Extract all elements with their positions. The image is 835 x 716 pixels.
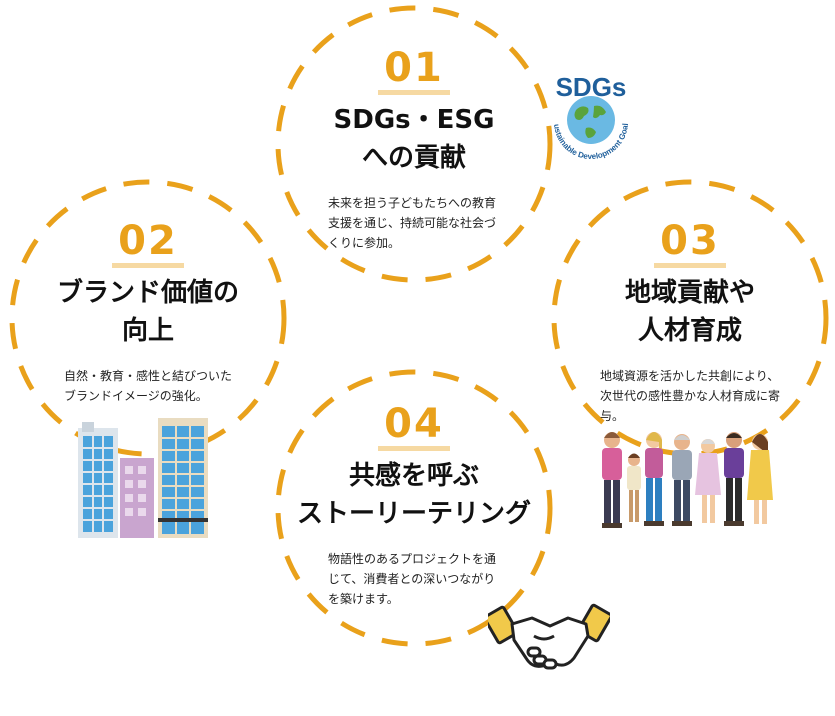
item-01-number: 01 xyxy=(378,48,450,95)
item-04-title-line2: ストーリーテリング xyxy=(296,499,531,529)
item-03-number: 03 xyxy=(654,221,726,268)
item-03-title-line1: 地域貢献や xyxy=(624,278,755,308)
item-04-number: 04 xyxy=(378,404,450,451)
item-04-title-line1: 共感を呼ぶ xyxy=(348,461,479,491)
circle-01 xyxy=(275,5,553,283)
item-01-desc: 未来を担う子どもたちへの教育支援を通じ、持続可能な社会づくりに参加。 xyxy=(328,196,497,250)
item-02-title-line1: ブランド価値の xyxy=(56,278,239,308)
item-03-title-line2: 人材育成 xyxy=(637,316,742,346)
item-01-title: SDGs・ESG への貢献 xyxy=(314,101,514,177)
item-01-title-line2: への貢献 xyxy=(361,143,466,173)
buildings-illustration xyxy=(78,418,208,538)
circle-03 xyxy=(551,179,829,457)
item-04-title: 共感を呼ぶ ストーリーテリング xyxy=(294,457,534,533)
item-01: 01 SDGs・ESG への貢献 未来を担う子どもたちへの教育支援を通じ、持続可… xyxy=(314,48,514,253)
item-02-title-line2: 向上 xyxy=(121,316,174,346)
item-02-number: 02 xyxy=(112,221,184,268)
item-04: 04 共感を呼ぶ ストーリーテリング 物語性のあるプロジェクトを通じて、消費者と… xyxy=(294,404,534,609)
item-03-desc: 地域資源を活かした共創により、次世代の感性豊かな人材育成に寄与。 xyxy=(600,369,781,423)
sdgs-letters: SDGs xyxy=(556,72,627,102)
item-02-title: ブランド価値の 向上 xyxy=(38,274,258,350)
item-03: 03 地域貢献や 人材育成 地域資源を活かした共創により、次世代の感性豊かな人材… xyxy=(590,221,790,426)
item-02-desc: 自然・教育・感性と結びついたブランドイメージの強化。 xyxy=(64,369,233,403)
item-03-title: 地域貢献や 人材育成 xyxy=(590,274,790,350)
item-04-desc: 物語性のあるプロジェクトを通じて、消費者との深いつながりを築けます。 xyxy=(328,552,497,606)
circle-04 xyxy=(275,369,553,647)
people-illustration xyxy=(602,432,773,528)
circle-02 xyxy=(9,179,287,457)
sdgs-logo: SDGs Sustainable Development Goals xyxy=(536,62,630,161)
item-01-title-line1: SDGs・ESG xyxy=(333,105,495,135)
handshake-illustration xyxy=(488,603,610,670)
item-02: 02 ブランド価値の 向上 自然・教育・感性と結びついたブランドイメージの強化。 xyxy=(38,221,258,406)
